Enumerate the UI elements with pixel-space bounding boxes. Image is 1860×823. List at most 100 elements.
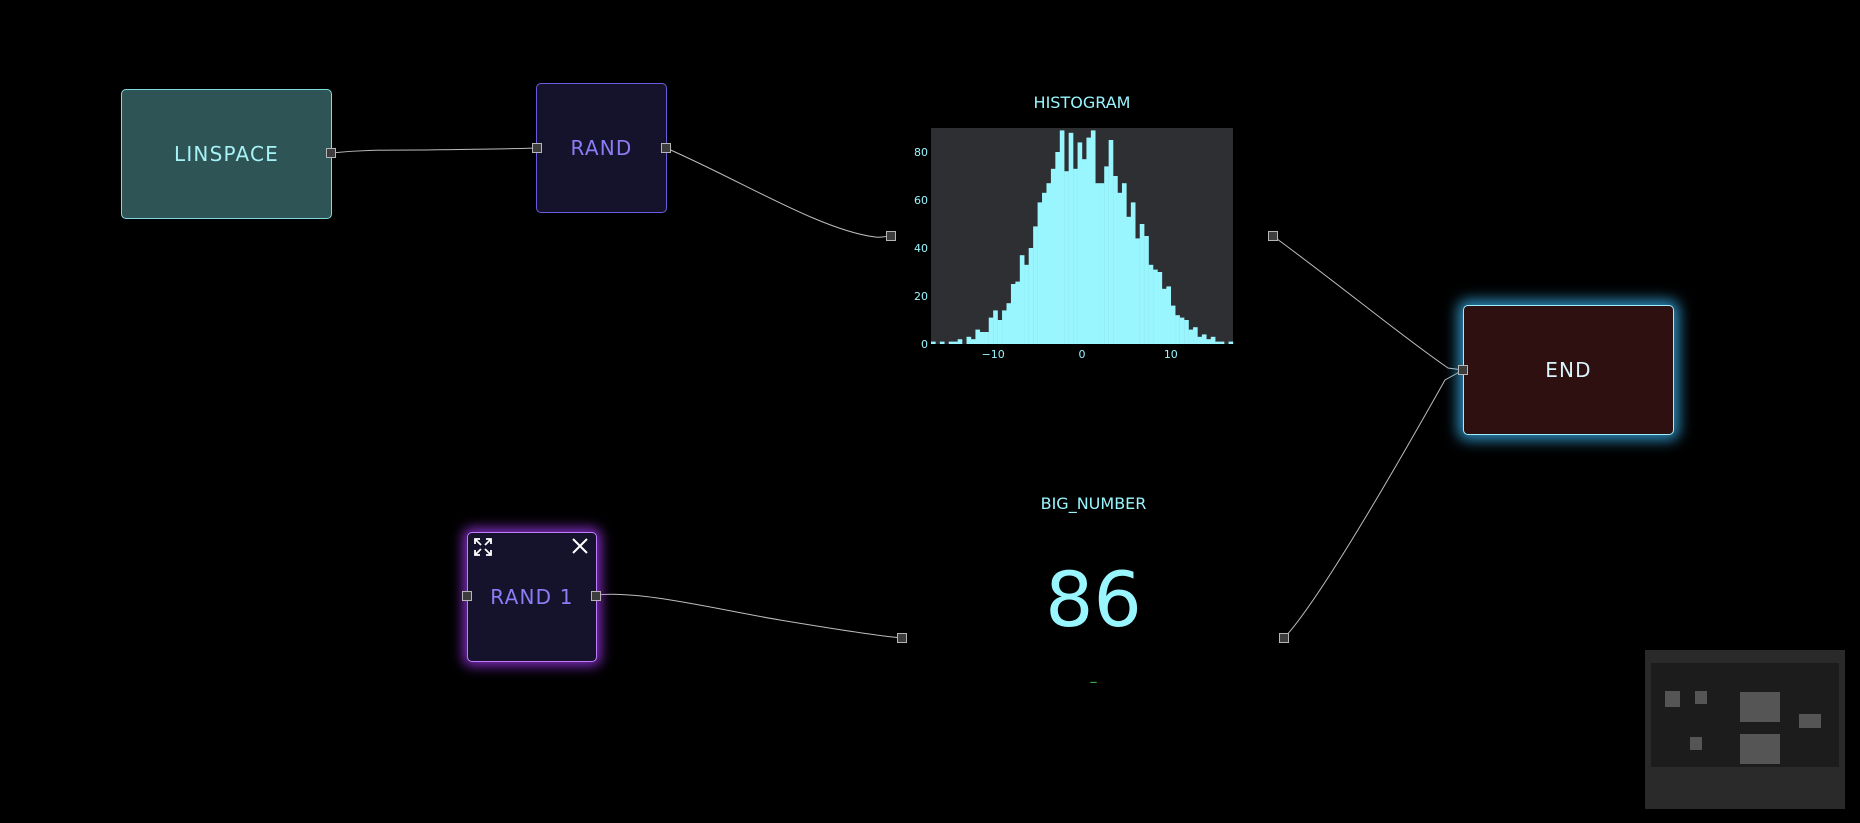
rand1-output-port[interactable] [591,591,601,601]
histogram-bar [1042,192,1047,344]
wire-bignumber-end [1283,369,1464,639]
histogram-bar [997,320,1003,344]
histogram-input-port[interactable] [886,231,896,241]
linspace-node-label: LINSPACE [173,142,279,166]
histogram-bar [1019,255,1025,344]
histogram-x-tick-label: 10 [1164,348,1178,361]
histogram-bar [1055,152,1060,344]
minimap-node [1690,737,1702,750]
histogram-bar [1135,238,1140,344]
histogram-y-tick-label: 0 [921,338,928,351]
histogram-bar [1161,288,1167,344]
histogram-y-tick-label: 40 [914,242,928,255]
histogram-bar [1113,176,1118,344]
histogram-bar [1104,166,1109,344]
histogram-bar [966,336,972,344]
histogram-bar [1148,264,1154,344]
histogram-bar [1090,130,1096,344]
histogram-output-port[interactable] [1268,231,1278,241]
histogram-bar [1010,284,1016,344]
histogram-x-tick-label: −10 [982,348,1005,361]
histogram-bar [1024,264,1029,344]
rand-node-label: RAND [570,136,633,160]
histogram-x-tick-label: 0 [1079,348,1086,361]
histogram-bar [1099,183,1105,344]
end-node-label: END [1545,358,1592,382]
histogram-bar [1188,329,1194,344]
histogram-bar [1228,341,1234,344]
histogram-bar [957,339,963,344]
histogram-bar [1166,286,1172,344]
rand1-node-label: RAND 1 [490,585,574,609]
histogram-bar [975,329,981,344]
rand-input-port[interactable] [532,143,542,153]
histogram-bar [948,341,954,344]
histogram-bar [1175,315,1180,344]
histogram-bar [1059,130,1065,344]
histogram-bar [1144,236,1149,344]
histogram-node-title: HISTOGRAM [1033,93,1131,112]
histogram-bar [993,310,998,344]
histogram-bar [979,332,985,344]
wire-histogram-end [1272,235,1464,371]
minimap-node [1740,692,1780,722]
histogram-y-tick-label: 20 [914,290,928,303]
histogram-bar [1028,248,1034,344]
big-number-output-port[interactable] [1279,633,1289,643]
rand-output-port[interactable] [661,143,671,153]
histogram-bar [1157,272,1163,344]
histogram-bar [953,341,958,344]
histogram-bar [1184,320,1189,344]
histogram-bar [1077,142,1083,344]
histogram-bar [1215,341,1220,344]
histogram-bar [1002,310,1007,344]
histogram-bar [1037,202,1043,344]
histogram-bar [1193,327,1198,344]
histogram-bar [1046,183,1052,344]
wire-linspace-rand [330,147,538,154]
histogram-bar [1108,140,1114,344]
end-node[interactable]: END [1463,305,1674,435]
histogram-bar [1117,192,1123,344]
histogram-bar [939,341,945,344]
wire-rand-histogram [665,147,892,238]
minimap-node [1740,734,1780,764]
histogram-bar [1170,305,1176,344]
linspace-node[interactable]: LINSPACE [121,89,332,219]
minimap-node [1665,691,1680,707]
histogram-bar [1050,168,1056,344]
histogram-bar [1179,317,1185,344]
rand1-input-port[interactable] [462,591,472,601]
rand-node[interactable]: RAND [536,83,667,213]
histogram-bar [1126,216,1132,344]
histogram-y-tick-label: 80 [914,146,928,159]
minimap[interactable] [1645,650,1845,809]
big-number-delta: – [1089,672,1098,691]
histogram-bar [1086,137,1092,344]
histogram-chart: 0 20 40 60 80 −10 0 10 [914,130,1234,361]
wire-rand1-bignumber [595,593,903,639]
histogram-bar [1068,132,1074,344]
histogram-bar [1139,224,1145,344]
histogram-bar [970,339,976,344]
linspace-output-port[interactable] [326,148,336,158]
end-input-port[interactable] [1458,365,1468,375]
close-icon[interactable] [571,537,589,558]
histogram-bar [1197,336,1203,344]
histogram-bar [931,341,936,344]
big-number-node-title: BIG_NUMBER [1040,494,1147,513]
histogram-bar [1130,202,1136,344]
expand-icon[interactable] [473,537,493,560]
big-number-value: 86 [1045,555,1142,644]
big-number-input-port[interactable] [897,633,907,643]
histogram-bar [1095,183,1100,344]
histogram-bar [1153,269,1158,344]
histogram-y-tick-label: 60 [914,194,928,207]
histogram-bar [1082,159,1087,344]
histogram-bar [1073,168,1078,344]
rand1-node[interactable]: RAND 1 [467,532,597,662]
histogram-bar [1033,226,1038,344]
minimap-node [1695,691,1707,704]
histogram-bar [1006,303,1012,344]
